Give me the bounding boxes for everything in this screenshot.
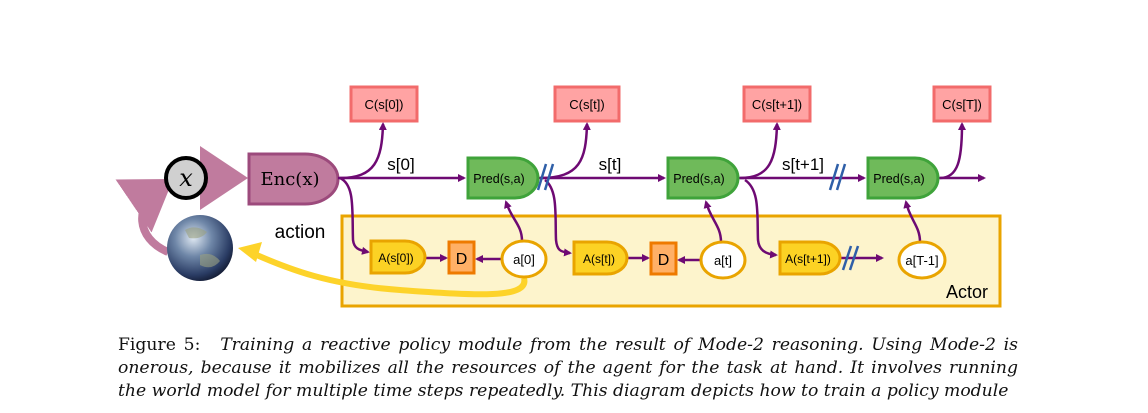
- cost-box-t1: [742, 85, 812, 123]
- distance-label-0: D: [456, 251, 468, 268]
- predictor-box-t: [666, 156, 740, 200]
- cost-box-0: [349, 85, 419, 123]
- input-x-node: [164, 156, 208, 200]
- actor-module-label-0: A(s[0]): [378, 251, 413, 265]
- cost-label-0: C(s[0]): [365, 97, 404, 112]
- action-node-T: [897, 240, 947, 280]
- encoder-label: Enc(x): [260, 169, 319, 190]
- caption-text: Training a reactive policy module from t…: [118, 335, 1018, 401]
- cost-box-T: [932, 85, 992, 123]
- state-label-0: s[0]: [387, 155, 414, 174]
- cost-label-t1: C(s[t+1]): [752, 97, 802, 112]
- action-label-0: a[0]: [513, 252, 535, 267]
- actor-module-t1: [778, 240, 842, 276]
- encoder-box: [247, 152, 340, 206]
- actor-module-0: [369, 239, 427, 275]
- action-arrow: [248, 249, 528, 298]
- input-x-label: x: [179, 164, 193, 192]
- cost-label-t: C(s[t]): [569, 97, 604, 112]
- actor-module-t: [572, 240, 629, 276]
- actor-label: Actor: [946, 282, 988, 302]
- action-label: action: [275, 222, 326, 243]
- predictor-label-T: Pred(s,a): [873, 172, 924, 186]
- predictor-box-0: [466, 156, 540, 200]
- predictor-label-t: Pred(s,a): [673, 172, 724, 186]
- state-label-t: s[t]: [599, 155, 622, 174]
- caption-label: Figure 5:: [118, 335, 201, 355]
- action-label-T: a[T-1]: [905, 253, 938, 268]
- break-marks: [536, 163, 860, 271]
- figure-caption: Figure 5: Training a reactive policy mod…: [118, 334, 1018, 403]
- action-node-0: [500, 239, 548, 279]
- action-label-t: a[t]: [714, 253, 732, 268]
- actor-module-label-t: A(s[t]): [583, 252, 615, 266]
- action-node-t: [699, 240, 747, 280]
- predictor-box-T: [866, 156, 940, 200]
- observation-arrow: [115, 178, 174, 256]
- predictor-label-0: Pred(s,a): [473, 172, 524, 186]
- distance-label-t: D: [658, 252, 670, 269]
- state-label-t1: s[t+1]: [782, 155, 824, 174]
- actor-module-label-t1: A(s[t+1]): [785, 252, 831, 266]
- cost-box-t: [553, 85, 621, 123]
- distance-box-0: [447, 240, 476, 275]
- distance-box-t: [649, 241, 678, 276]
- cost-label-T: C(s[T]): [942, 97, 982, 112]
- world-globe-icon: [167, 215, 233, 281]
